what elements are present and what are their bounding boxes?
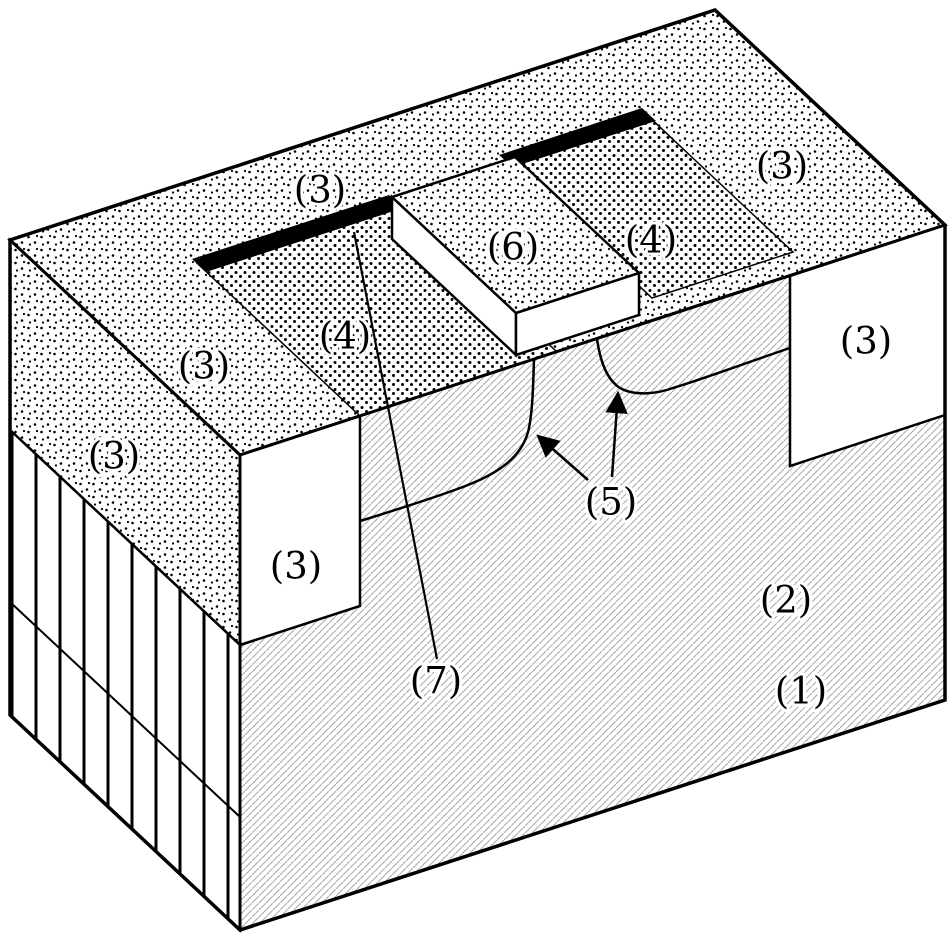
- left-contact-strip: [192, 195, 403, 272]
- label-7-contact: (7): [410, 660, 462, 703]
- junction-curve-right: [595, 338, 791, 395]
- label-3-top-back: (3): [294, 169, 346, 212]
- left-face-layer-divide-line: [9, 601, 241, 818]
- label-3-top-left: (3): [178, 345, 230, 388]
- label-2-epi-layer: (2): [760, 579, 812, 622]
- label-3-right-recess: (3): [840, 320, 892, 363]
- junction-curve-left: [359, 359, 536, 523]
- label-4-left: (4): [319, 315, 371, 358]
- label-3-left-face: (3): [88, 435, 140, 478]
- label-3-left-recess: (3): [270, 545, 322, 588]
- label-3-top-right: (3): [756, 145, 808, 188]
- arrow-5-right: [605, 390, 628, 478]
- block-silhouette: [8, 8, 947, 932]
- top-left-front-edge: [8, 238, 242, 457]
- label-6-gate: (6): [487, 226, 539, 269]
- right-contact-strip: [499, 108, 656, 167]
- gate-top-face: [389, 155, 642, 315]
- top-front-edge: [239, 223, 946, 457]
- label-4-right: (4): [625, 219, 677, 262]
- label-1-substrate: (1): [775, 670, 827, 713]
- label-5-junctions: (5): [585, 481, 637, 524]
- arrow-5-left: [536, 434, 589, 481]
- leader-line-7: [352, 231, 439, 660]
